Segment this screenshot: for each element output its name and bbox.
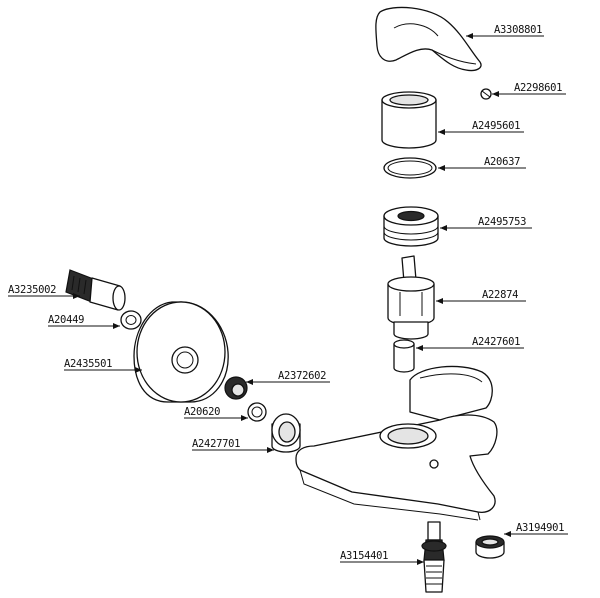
label-connector: A2372602: [278, 370, 326, 382]
faucet-body-part: [295, 365, 498, 521]
label-nut: A2495753: [478, 216, 526, 228]
washer-small-part: [247, 402, 267, 422]
connector-part: [224, 376, 248, 400]
nut-part: [383, 206, 439, 247]
o-ring-top-part: [383, 157, 437, 179]
aerator-part: [475, 535, 505, 559]
ring-nut-part: [271, 413, 301, 453]
label-escutcheon: A2435501: [64, 358, 112, 370]
label-sleeve: A2427601: [472, 336, 520, 348]
valve-stem-part: [421, 521, 447, 593]
label-cartridge: A22874: [482, 289, 518, 301]
part-labels: A3308801 A2298601 A2495601 A20637 A24957…: [8, 24, 564, 562]
cap-part: [381, 91, 437, 149]
label-diverter: A3235002: [8, 284, 56, 296]
washer-left-part: [120, 310, 142, 330]
diverter-part: [65, 269, 126, 311]
label-ring-nut: A2427701: [192, 438, 240, 450]
label-valve-stem: A3154401: [340, 550, 388, 562]
cartridge-part: [387, 255, 435, 340]
label-cap: A2495601: [472, 120, 520, 132]
label-washer-small: A20620: [184, 406, 220, 418]
label-washer-left: A20449: [48, 314, 84, 326]
screw-part: [480, 88, 492, 100]
handle-part: [375, 6, 482, 72]
label-o-ring-top: A20637: [484, 156, 520, 168]
escutcheon-part: [133, 301, 229, 403]
label-screw: A2298601: [514, 82, 562, 94]
label-aerator: A3194901: [516, 522, 564, 534]
sleeve-part: [393, 339, 415, 373]
label-handle: A3308801: [494, 24, 542, 36]
leader-lines: [8, 33, 568, 565]
